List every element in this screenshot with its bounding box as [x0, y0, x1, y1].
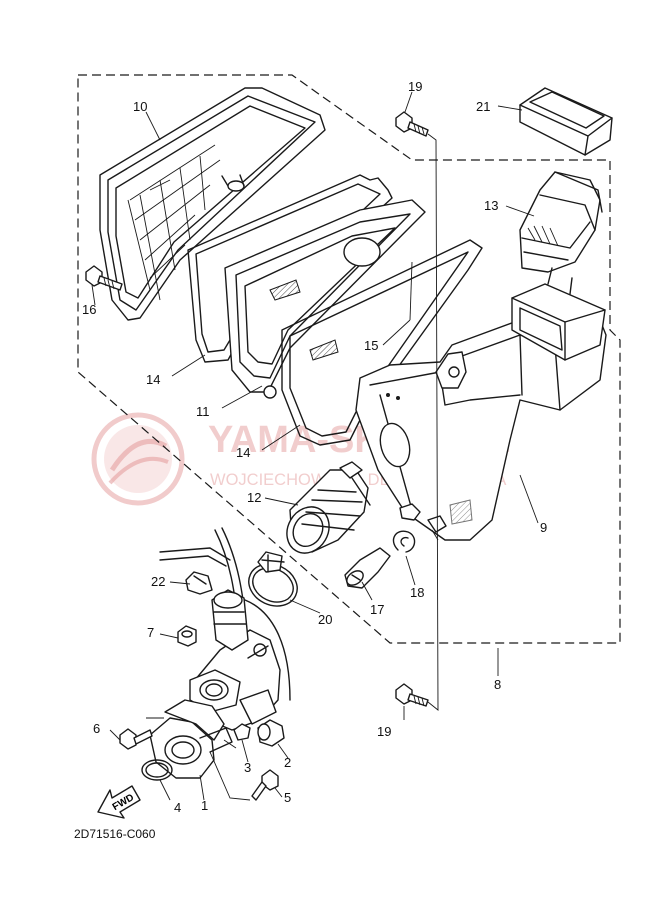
- part-1-manifold: [149, 699, 233, 779]
- part-22-hose-clip: [185, 571, 213, 595]
- assembly-boundary: [77, 74, 621, 644]
- part-4-o-ring: [141, 759, 173, 781]
- callout-12: 12: [247, 490, 261, 505]
- leader-lines: [91, 91, 539, 801]
- callout-5: 5: [284, 790, 291, 805]
- fwd-arrow-icon: FWD: [97, 785, 141, 819]
- carburetor: [159, 527, 291, 731]
- callout-14-lower: 14: [236, 445, 250, 460]
- callout-9: 9: [540, 520, 547, 535]
- callout-7: 7: [147, 625, 154, 640]
- callout-1: 1: [201, 798, 208, 813]
- part-3-clamp: [233, 723, 251, 741]
- diagram-code: 2D71516-C060: [74, 827, 156, 841]
- part-19-bolt-lower-icon: [395, 683, 429, 707]
- part-9-snorkel: [511, 267, 606, 361]
- callout-13: 13: [484, 198, 498, 213]
- part-14-gasket-lower-inner: [289, 251, 469, 437]
- callout-19-bottom: 19: [377, 724, 391, 739]
- callout-2: 2: [284, 755, 291, 770]
- part-10-cleaner-cap: [99, 87, 326, 321]
- part-19-bolt-upper-icon: [395, 111, 429, 137]
- part-14-gasket-upper: [187, 174, 393, 363]
- part-16-bolt-icon: [85, 265, 123, 291]
- part-13-joint: [519, 171, 603, 273]
- callout-8: 8: [494, 677, 501, 692]
- callout-16: 16: [82, 302, 96, 317]
- part-20-clamp: [248, 551, 298, 607]
- part-18-clip: [392, 530, 416, 553]
- callout-15: 15: [364, 338, 378, 353]
- part-5-bolt-icon: [251, 769, 279, 801]
- callout-6: 6: [93, 721, 100, 736]
- callout-19-top: 19: [408, 79, 422, 94]
- callout-22: 22: [151, 574, 165, 589]
- watermark-logo-icon: [91, 412, 185, 506]
- part-7-nut-icon: [177, 625, 197, 647]
- callout-17: 17: [370, 602, 384, 617]
- part-12-boot: [286, 461, 371, 554]
- part-18-clip-inner: [400, 536, 409, 547]
- callout-21: 21: [476, 99, 490, 114]
- part-14-gasket-lower: [281, 239, 483, 446]
- callout-10: 10: [133, 99, 147, 114]
- part-6-bolt-icon: [119, 728, 153, 750]
- callout-4: 4: [174, 800, 181, 815]
- callout-18: 18: [410, 585, 424, 600]
- part-21-cap: [519, 87, 613, 156]
- callout-11: 11: [196, 404, 210, 419]
- callout-14-upper: 14: [146, 372, 160, 387]
- part-2-cap: [257, 719, 285, 747]
- callout-3: 3: [244, 760, 251, 775]
- part-9-cleaner-case: [355, 319, 607, 541]
- callout-20: 20: [318, 612, 332, 627]
- callouts: 10 19 21 13 16 14 11 15 14 12 9 20 17 18…: [82, 79, 547, 815]
- part-17-drain-cap: [344, 547, 391, 589]
